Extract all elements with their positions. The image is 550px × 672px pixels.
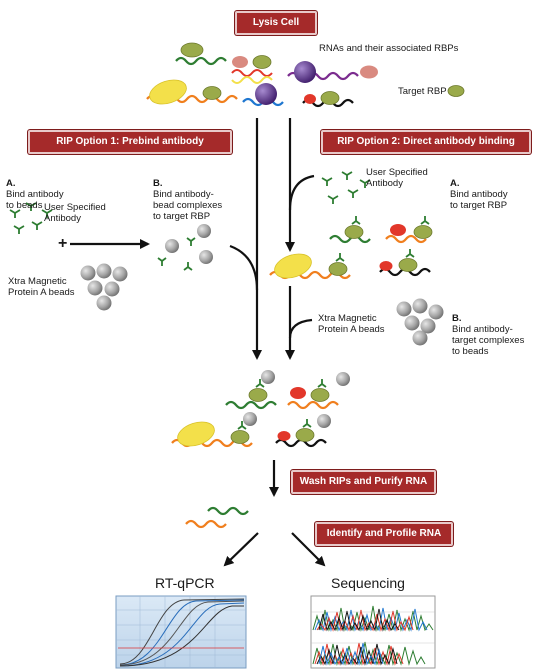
arrow-antibody-merge [288,174,315,211]
sequencing-chromatogram-thumbnail [310,595,436,669]
option2-beads [396,298,444,346]
antibody-bead-complexes [157,224,213,271]
option2-step-a-letter: A. [450,178,460,189]
rbp-target [202,86,222,100]
rbp-pink [360,65,378,79]
arrow-to-sequencing [291,532,326,567]
option2-beads-label: Xtra Magnetic Protein A beads [318,313,385,335]
bead-bound-complexes [171,370,350,448]
plus-sign: + [58,235,68,252]
rtqpcr-plot-thumbnail [115,595,247,669]
sequencing-label: Sequencing [331,575,405,591]
target-rbp-legend-icon [447,85,465,97]
identify-profile-banner: Identify and Profile RNA [315,522,453,546]
option1-step-b: B. Bind antibody- bead complexes to targ… [153,167,263,222]
option1-beads-label: Xtra Magnetic Protein A beads [8,276,75,298]
option1-antibody-label: User Specified Antibody [44,202,106,224]
option2-step-b: B. Bind antibody- target complexes to be… [452,302,548,357]
rbp-purple [294,61,316,83]
option1-step-b-letter: B. [153,178,163,189]
option2-step-b-letter: B. [452,313,462,324]
lysis-cell-banner: Lysis Cell [235,11,317,35]
arrow-beads-merge [288,318,313,339]
rip-option2-banner: RIP Option 2: Direct antibody binding [321,130,531,154]
arrow-to-rtqpcr [223,532,259,567]
rnas-rbps-label: RNAs and their associated RBPs [319,43,459,54]
arrow-complex-to-main [229,244,259,291]
wash-rips-banner: Wash RIPs and Purify RNA [291,470,436,494]
option1-step-b-text: Bind antibody- bead complexes to target … [153,189,223,222]
option1-step-a-letter: A. [6,178,16,189]
option2-antibody-label: User Specified Antibody [366,167,428,189]
target-rbp-label: Target RBP [398,86,447,97]
rtqpcr-label: RT-qPCR [155,575,215,591]
option2-step-a: A. Bind antibody to target RBP [450,167,550,211]
option1-step-a: A. Bind antibody to beads [6,167,116,211]
rbp-red [304,94,316,104]
option2-antibodies [321,171,371,204]
rip-option1-banner: RIP Option 1: Prebind antibody [28,130,232,154]
option2-step-b-text: Bind antibody- target complexes to beads [452,324,525,357]
flow-arrows [70,118,326,567]
option1-antibodies [9,202,53,234]
rbp-yellow [149,79,187,105]
purified-rna [185,506,249,529]
rbp-pink [232,56,248,68]
rbp-target [180,42,204,58]
rbp-target [252,55,272,69]
rbp-purple [255,83,277,105]
rbp-target [320,91,340,105]
option1-beads [80,263,128,311]
top-rna-cluster [146,42,465,108]
option2-antibody-rbp-complexes [269,216,433,280]
option2-step-a-text: Bind antibody to target RBP [450,189,508,211]
option1-step-a-text: Bind antibody to beads [6,189,64,211]
